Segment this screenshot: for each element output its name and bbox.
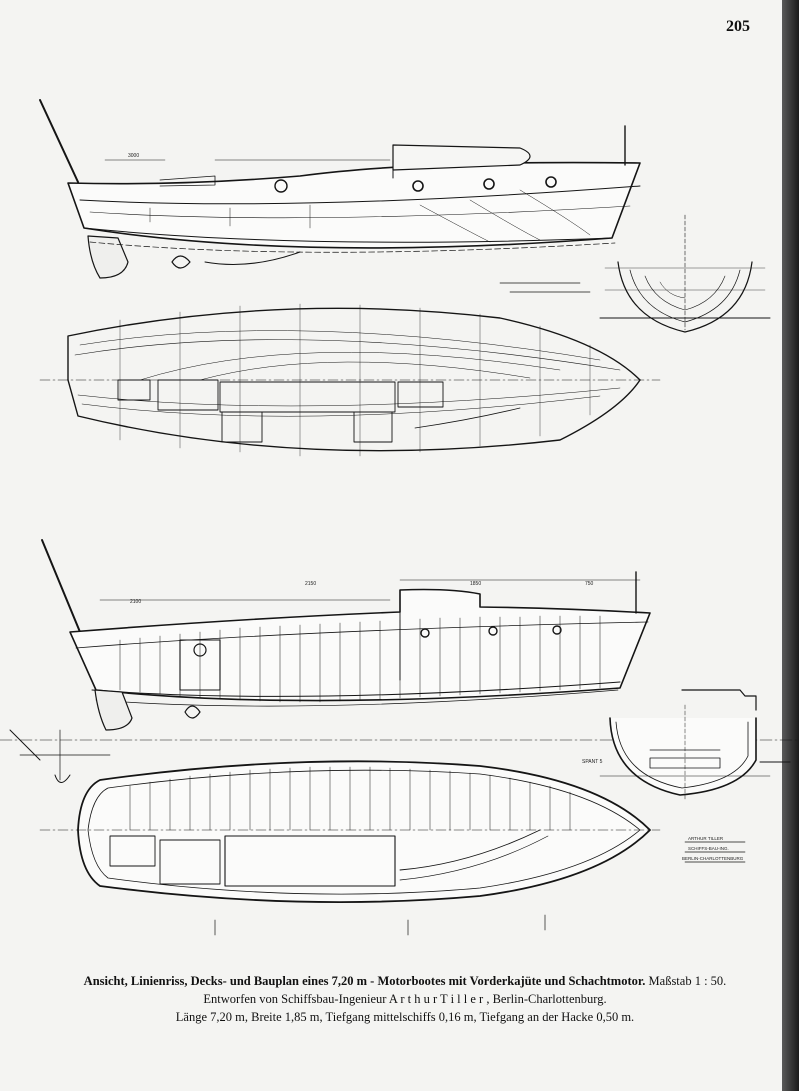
deck-plan bbox=[39, 760, 661, 936]
stamp-line-2: SCHIFFS-BAU-ING. bbox=[688, 846, 729, 851]
caption-title-line: Ansicht, Linienriss, Decks- und Bauplan … bbox=[60, 974, 750, 989]
page-number: 205 bbox=[726, 18, 750, 35]
caption-dimensions: Länge 7,20 m, Breite 1,85 m, Tiefgang mi… bbox=[175, 1010, 635, 1024]
stamp-line-3: BERLIN-CHARLOTTENBURG bbox=[682, 856, 744, 861]
dim-label-bow: 750 bbox=[585, 581, 594, 587]
construction-profile bbox=[0, 539, 799, 783]
page-edge-shadow bbox=[782, 0, 799, 1091]
lines-plan bbox=[39, 303, 661, 457]
caption-scale: Maßstab 1 : 50. bbox=[648, 974, 727, 988]
designer-stamp bbox=[684, 841, 746, 863]
caption-designer: Entworfen von Schiffsbau-Ingenieur A r t… bbox=[203, 992, 607, 1006]
side-elevation bbox=[39, 99, 641, 293]
dim-label-midbody: 2150 bbox=[305, 581, 316, 587]
stamp-line-1: ARTHUR TILLER bbox=[688, 836, 724, 841]
dim-label-aft: 2100 bbox=[130, 599, 141, 605]
boat-plan-drawing: 3000 2150 2100 1850 750 SPANT 5 ARTHUR T… bbox=[0, 99, 799, 936]
body-plan-small bbox=[599, 214, 771, 333]
section-label: SPANT 5 bbox=[582, 759, 603, 765]
dim-label-top: 3000 bbox=[128, 153, 139, 159]
caption-title: Ansicht, Linienriss, Decks- und Bauplan … bbox=[83, 974, 646, 988]
dim-label-cabin: 1850 bbox=[470, 581, 481, 587]
midship-section bbox=[599, 689, 791, 801]
